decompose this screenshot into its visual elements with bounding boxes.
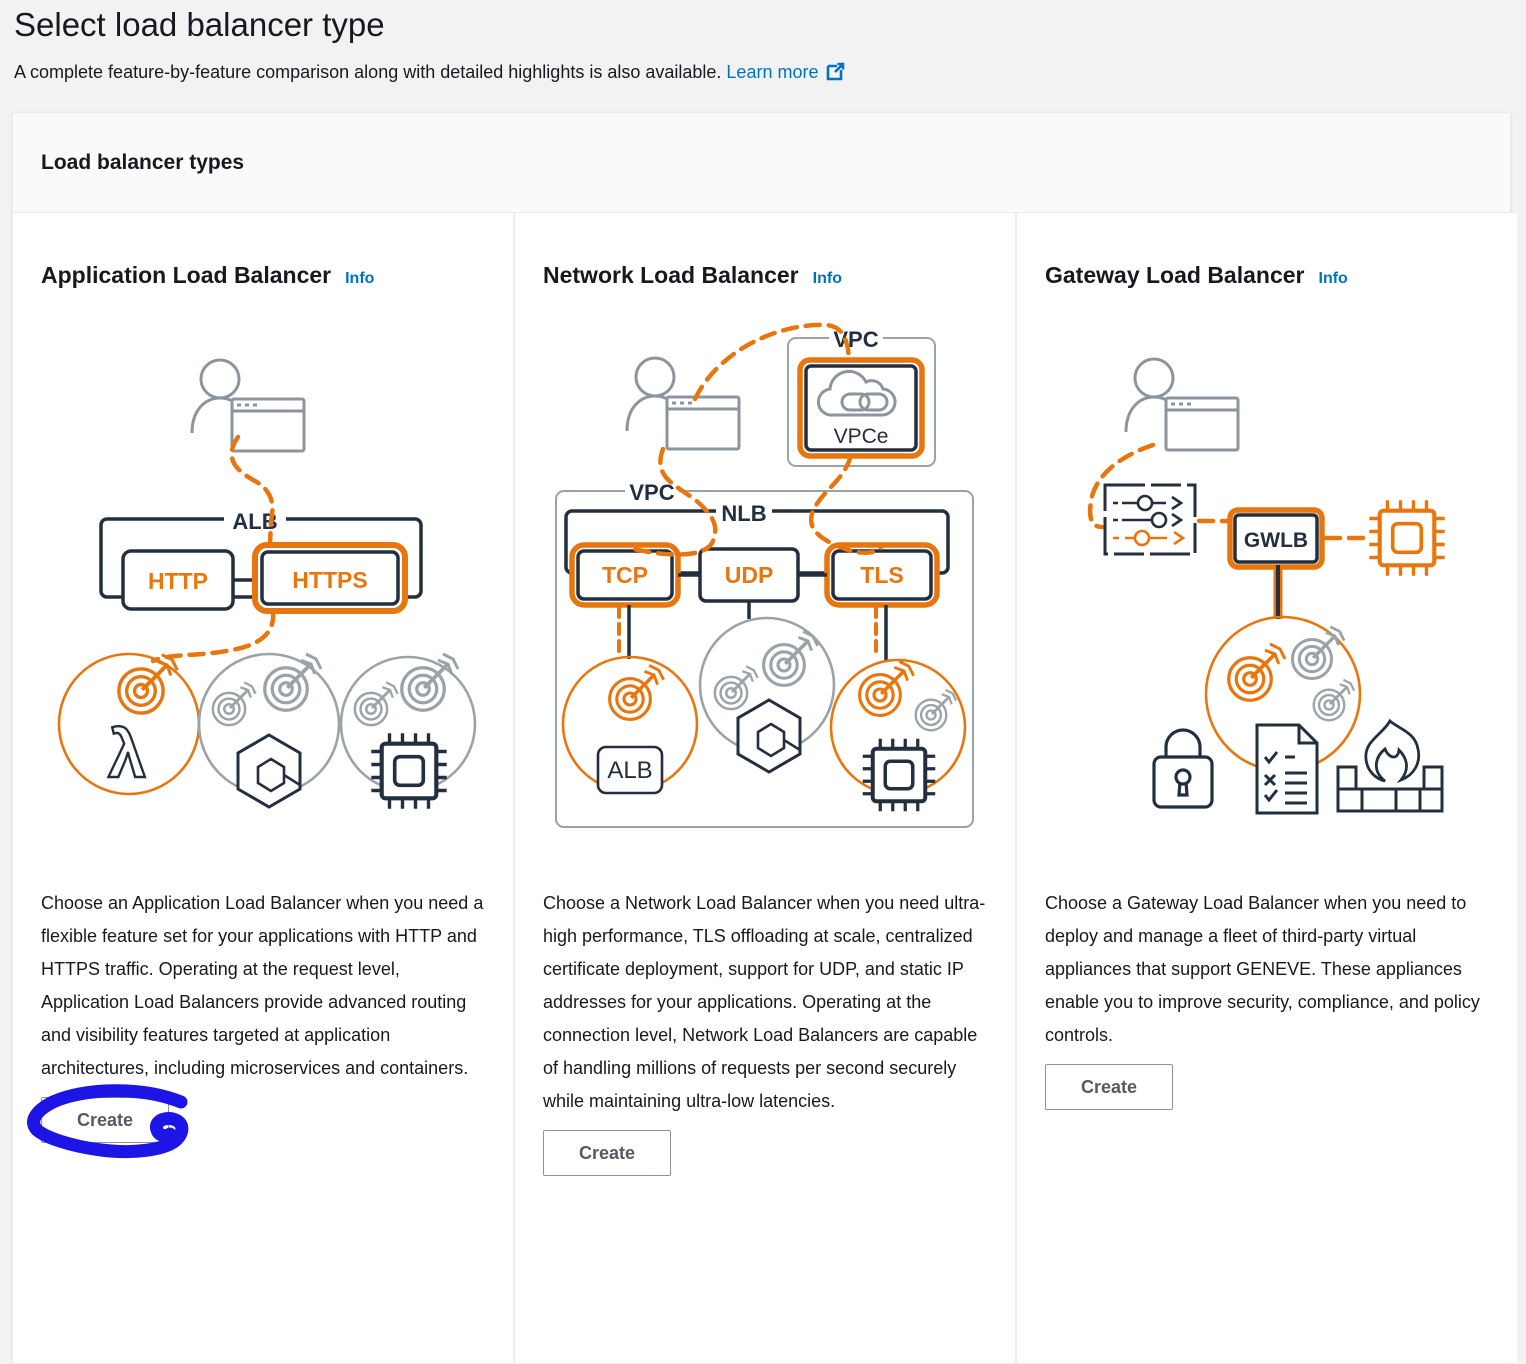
card-title: Application Load Balancer — [41, 262, 332, 288]
udp-label: UDP — [725, 562, 774, 588]
subtitle-text: A complete feature-by-feature comparison… — [14, 62, 722, 82]
traffic-dash-lower — [150, 608, 276, 664]
https-label: HTTPS — [292, 567, 367, 593]
nlb-diagram: VPC VPCe VPC NLB — [543, 309, 987, 861]
container-icon — [736, 698, 802, 774]
chip-icon — [371, 733, 446, 808]
card-description: Choose a Gateway Load Balancer when you … — [1045, 893, 1480, 1045]
traffic-dash-upper — [229, 434, 275, 548]
info-link[interactable]: Info — [1318, 270, 1348, 287]
traffic-dash-to-vpce — [692, 322, 852, 402]
learn-more-link[interactable]: Learn more — [726, 62, 819, 82]
cards-row: Application Load Balancer Info ALB HTTP — [13, 213, 1517, 1363]
alb-target-box — [596, 745, 664, 795]
card-gateway-load-balancer: Gateway Load Balancer Info — [1017, 213, 1517, 1363]
card-application-load-balancer: Application Load Balancer Info ALB HTTP — [13, 213, 513, 1363]
target-icon — [353, 680, 400, 727]
tcp-label: TCP — [602, 562, 648, 588]
target-icon — [761, 629, 820, 688]
vpc-label: VPC — [629, 480, 674, 505]
gateway-load-balancer-create-button[interactable]: Create — [1045, 1064, 1173, 1110]
appliance-chip-icon — [1369, 500, 1444, 575]
target-icon — [857, 659, 916, 718]
load-balancer-types-panel: Load balancer types Application Load Bal… — [12, 112, 1517, 1364]
traffic-dash-to-tcp — [624, 446, 718, 557]
target-icon — [1312, 678, 1356, 722]
user-browser-icon — [625, 356, 741, 451]
card-title: Network Load Balancer — [543, 262, 799, 288]
info-link[interactable]: Info — [812, 270, 842, 287]
user-browser-icon — [1124, 357, 1240, 452]
container-icon — [236, 733, 302, 809]
nlb-label: NLB — [721, 501, 766, 526]
target-icon — [914, 688, 958, 732]
target-icon — [116, 652, 180, 716]
target-icon — [211, 680, 258, 727]
gwlb-diagram: GWLB — [1045, 309, 1489, 861]
vpce-label: VPCe — [834, 425, 889, 448]
chip-icon — [860, 736, 938, 814]
network-load-balancer-create-button[interactable]: Create — [543, 1130, 671, 1176]
gwlb-label: GWLB — [1244, 529, 1308, 552]
card-description: Choose an Application Load Balancer when… — [41, 893, 484, 1078]
panel-title: Load balancer types — [41, 150, 245, 174]
http-listener-box — [121, 549, 235, 611]
page-header: Select load balancer type A complete fea… — [0, 0, 1526, 87]
checklist-icon — [1255, 723, 1319, 815]
card-network-load-balancer: Network Load Balancer Info VPC VPCe — [515, 213, 1015, 1363]
target-icon — [1290, 625, 1346, 681]
card-title: Gateway Load Balancer — [1045, 262, 1305, 288]
page-subtitle: A complete feature-by-feature comparison… — [14, 61, 1526, 87]
target-icon — [713, 664, 760, 711]
info-link[interactable]: Info — [345, 270, 375, 287]
alb-diagram: ALB HTTP HTTPS λ — [41, 309, 485, 861]
user-browser-icon — [190, 358, 306, 453]
http-label: HTTP — [148, 568, 208, 594]
page-title: Select load balancer type — [14, 6, 385, 43]
lock-icon — [1152, 728, 1214, 809]
traffic-dash-to-rules — [1087, 442, 1156, 530]
application-load-balancer-create-button[interactable]: Create — [41, 1097, 169, 1143]
target-icon — [607, 663, 666, 722]
external-link-icon — [825, 61, 846, 87]
target-icon — [262, 652, 323, 713]
card-description: Choose a Network Load Balancer when you … — [543, 893, 986, 1111]
target-icon — [1226, 642, 1287, 703]
panel-header: Load balancer types — [13, 113, 1510, 213]
lambda-icon: λ — [108, 716, 146, 792]
tls-label: TLS — [860, 562, 903, 588]
firewall-icon — [1336, 718, 1444, 813]
alb-target-label: ALB — [607, 757, 652, 784]
vpc-box — [555, 490, 974, 828]
traffic-dash-to-tls — [809, 453, 884, 556]
routing-rules-icon — [1103, 483, 1197, 556]
target-icon — [399, 652, 460, 713]
